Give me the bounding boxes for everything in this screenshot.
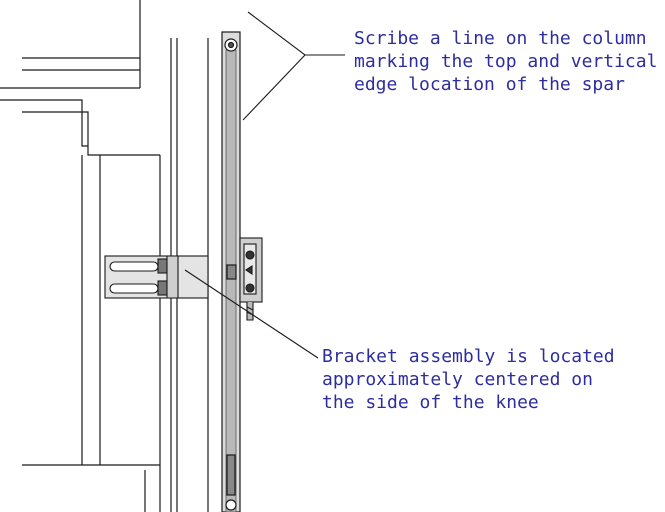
bracket-bolt-upper — [157, 258, 168, 274]
bracket-assembly — [104, 255, 209, 299]
leader-top-lower — [242, 54, 306, 121]
bracket-flange — [166, 255, 179, 299]
leader-lines — [184, 11, 345, 359]
clamp-knob-upper — [245, 250, 255, 260]
rail-bottom-clamp — [226, 454, 236, 496]
vertical-rail — [221, 31, 241, 512]
rail-bottom-fastener — [225, 499, 237, 511]
knee-top-edge — [22, 111, 160, 156]
scribe-note-line-1: Scribe a line on the column — [354, 28, 647, 49]
bracket-bolt-lower — [157, 280, 168, 296]
rail-clamp-head — [239, 237, 263, 321]
rail-top-fastener-center — [227, 41, 235, 49]
rail-channel — [225, 49, 237, 512]
leader-bracket — [184, 269, 319, 359]
scribe-line-annotation: Scribe a line on the column marking the … — [354, 27, 657, 96]
bracket-note-line-2: approximately centered on — [322, 369, 593, 390]
clamp-indicator-arrow — [245, 264, 253, 276]
rail-clamp-mark — [226, 264, 237, 280]
clamp-knob-lower — [245, 283, 255, 293]
scribe-note-line-3: edge location of the spar — [354, 74, 625, 95]
bracket-note-line-1: Bracket assembly is located — [322, 346, 615, 367]
leader-top-upper — [247, 11, 345, 56]
scribe-note-line-2: marking the top and vertical — [354, 51, 658, 72]
beam-lower-edge — [0, 99, 88, 147]
bracket-slot-upper — [109, 261, 159, 272]
bracket-slot-lower — [109, 283, 159, 294]
bracket-note-line-3: the side of the knee — [322, 392, 539, 413]
bracket-annotation: Bracket assembly is located approximatel… — [322, 345, 615, 414]
